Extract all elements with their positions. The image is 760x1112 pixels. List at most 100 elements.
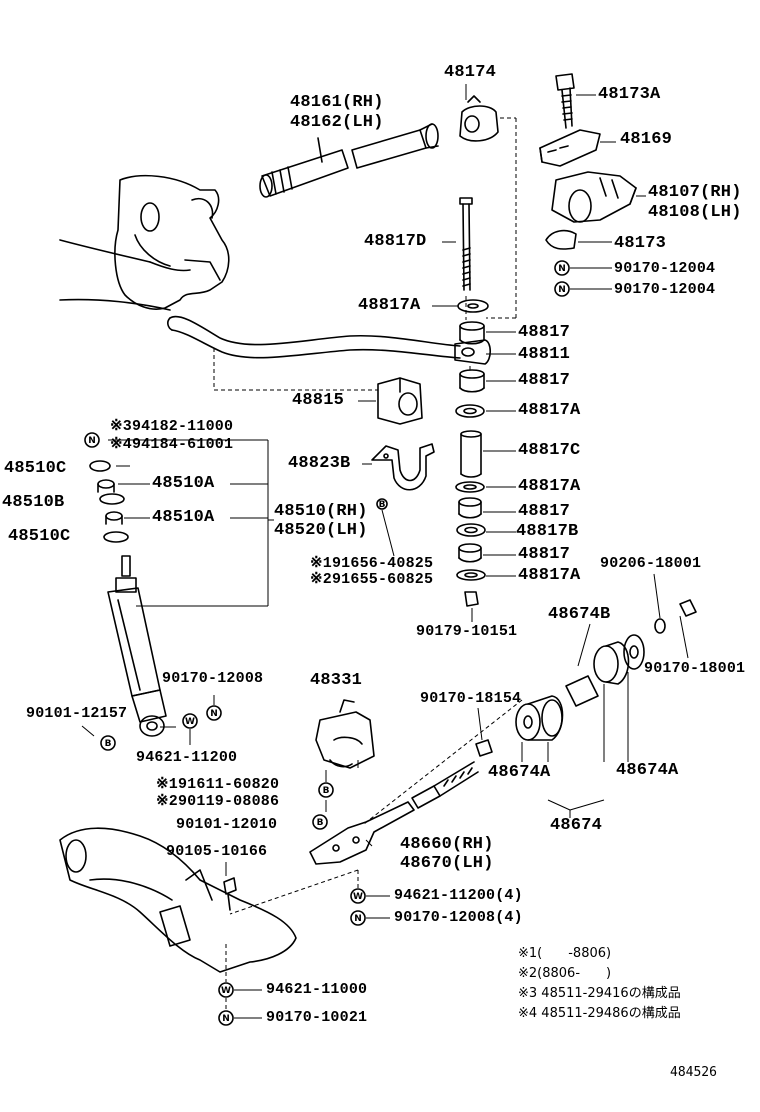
washer-symbol (218, 982, 234, 998)
nut-drawing (475, 739, 493, 757)
part-label-48107[interactable]: 48107(RH) (648, 183, 742, 202)
cushion-drawing (593, 645, 619, 683)
part-label-90170-18154[interactable]: 90170-18154 (420, 690, 522, 707)
nut-symbol (218, 1010, 234, 1026)
part-label-48674B[interactable]: 48674B (548, 605, 611, 624)
svg-text:B: B (323, 786, 330, 796)
part-label-48817[interactable]: 48817 (518, 371, 571, 390)
bushing-drawing (459, 369, 485, 393)
svg-text:N: N (558, 264, 566, 274)
footnote-1: ※1( -8806) (518, 946, 612, 961)
part-label-48674A[interactable]: 48674A (488, 763, 551, 782)
part-label-91656[interactable]: ※191656-40825 (310, 555, 434, 572)
part-label-90206-18001[interactable]: 90206-18001 (600, 555, 702, 572)
bracket-48331-drawing (315, 699, 375, 769)
svg-text:W: W (221, 986, 231, 996)
part-label-91611[interactable]: ※191611-60820 (156, 776, 280, 793)
cushion-drawing (89, 460, 111, 472)
part-label-48162[interactable]: 48162(LH) (290, 113, 384, 132)
footnote-2: ※2(8806- ) (518, 966, 612, 981)
part-label-94182[interactable]: ※394182-11000 (110, 418, 234, 435)
cushion-drawing (515, 703, 541, 741)
part-label-48817A[interactable]: 48817A (358, 296, 421, 315)
part-label-48174[interactable]: 48174 (444, 63, 497, 82)
part-label-48510[interactable]: 48510(RH) (274, 502, 368, 521)
part-label-90119[interactable]: ※290119-08086 (156, 793, 280, 810)
bolt-symbol (100, 735, 116, 751)
stopper-48173-drawing (545, 229, 577, 250)
part-label-94621-11000[interactable]: 94621-11000 (266, 981, 368, 998)
washer-symbol (182, 713, 198, 729)
part-label-48173A[interactable]: 48173A (598, 85, 661, 104)
footnote-4: ※4 48511-29486の構成品 (518, 1006, 681, 1021)
symbol-letters: N N N N W B B B B W N W N (88, 264, 566, 1024)
part-label-48817A[interactable]: 48817A (518, 566, 581, 585)
part-label-48520[interactable]: 48520(LH) (274, 521, 368, 540)
part-label-48510C[interactable]: 48510C (8, 527, 71, 546)
part-label-48674[interactable]: 48674 (550, 816, 603, 835)
washer-drawing (455, 481, 485, 493)
part-label-48331[interactable]: 48331 (310, 671, 363, 690)
part-label-90170-10021[interactable]: 90170-10021 (266, 1009, 368, 1026)
svg-text:N: N (222, 1014, 230, 1024)
cushion-drawing (523, 715, 533, 729)
svg-text:N: N (210, 709, 218, 719)
part-label-48817D[interactable]: 48817D (364, 232, 427, 251)
part-label-48811[interactable]: 48811 (518, 345, 571, 364)
washer-drawing (456, 569, 486, 581)
part-label-48817C[interactable]: 48817C (518, 441, 581, 460)
part-label-90170-12004-b[interactable]: 90170-12004 (614, 281, 716, 298)
part-label-48108[interactable]: 48108(LH) (648, 203, 742, 222)
part-label-48670[interactable]: 48670(LH) (400, 854, 494, 873)
nut-symbol (206, 705, 222, 721)
svg-text:N: N (88, 436, 96, 446)
part-label-48161[interactable]: 48161(RH) (290, 93, 384, 112)
part-label-48674A[interactable]: 48674A (616, 761, 679, 780)
bushing-48815-drawing (377, 377, 423, 425)
bolt-symbol (376, 498, 388, 510)
washer-drawing (654, 618, 666, 634)
part-label-48817B[interactable]: 48817B (516, 522, 579, 541)
part-label-48823B[interactable]: 48823B (288, 454, 351, 473)
nut-symbol (350, 910, 366, 926)
part-label-90170-12008[interactable]: 90170-12008 (162, 670, 264, 687)
part-label-48169[interactable]: 48169 (620, 130, 673, 149)
washer-drawing (467, 303, 479, 309)
part-label-91655[interactable]: ※291655-60825 (310, 571, 434, 588)
part-label-48660[interactable]: 48660(RH) (400, 835, 494, 854)
arm-48169-drawing (539, 129, 601, 167)
svg-text:W: W (185, 717, 195, 727)
part-label-48815[interactable]: 48815 (292, 391, 345, 410)
strut-bar-drawing (309, 761, 479, 865)
part-label-94621-11200-4[interactable]: 94621-11200(4) (394, 887, 523, 904)
washer-drawing (464, 572, 478, 578)
washer-drawing (463, 407, 477, 415)
part-label-48817A[interactable]: 48817A (518, 477, 581, 496)
bracket-48823B-drawing (371, 443, 435, 491)
part-label-90170-18001[interactable]: 90170-18001 (644, 660, 746, 677)
part-label-90170-12008-4[interactable]: 90170-12008(4) (394, 909, 523, 926)
part-label-48817[interactable]: 48817 (518, 545, 571, 564)
part-label-94184[interactable]: ※494184-61001 (110, 436, 234, 453)
part-label-94621-11200[interactable]: 94621-11200 (136, 749, 238, 766)
part-label-48173[interactable]: 48173 (614, 234, 667, 253)
svg-text:B: B (105, 739, 112, 749)
part-label-48510A[interactable]: 48510A (152, 508, 215, 527)
cushion-drawing (605, 641, 630, 685)
part-label-90105-10166[interactable]: 90105-10166 (166, 843, 268, 860)
part-label-48510A[interactable]: 48510A (152, 474, 215, 493)
part-label-48817[interactable]: 48817 (518, 502, 571, 521)
arm-48107-drawing (551, 171, 637, 223)
part-label-48510B[interactable]: 48510B (2, 493, 65, 512)
part-label-48817[interactable]: 48817 (518, 323, 571, 342)
part-label-90179-10151[interactable]: 90179-10151 (416, 623, 518, 640)
anchor-48174-drawing (459, 95, 499, 142)
part-label-48817A[interactable]: 48817A (518, 401, 581, 420)
part-label-90170-12004-a[interactable]: 90170-12004 (614, 260, 716, 277)
shock-absorber-drawing (107, 555, 167, 737)
bushing-drawing (458, 497, 482, 519)
part-label-48510C[interactable]: 48510C (4, 459, 67, 478)
part-label-90101-12157[interactable]: 90101-12157 (26, 705, 128, 722)
part-label-90101-12010[interactable]: 90101-12010 (176, 816, 278, 833)
